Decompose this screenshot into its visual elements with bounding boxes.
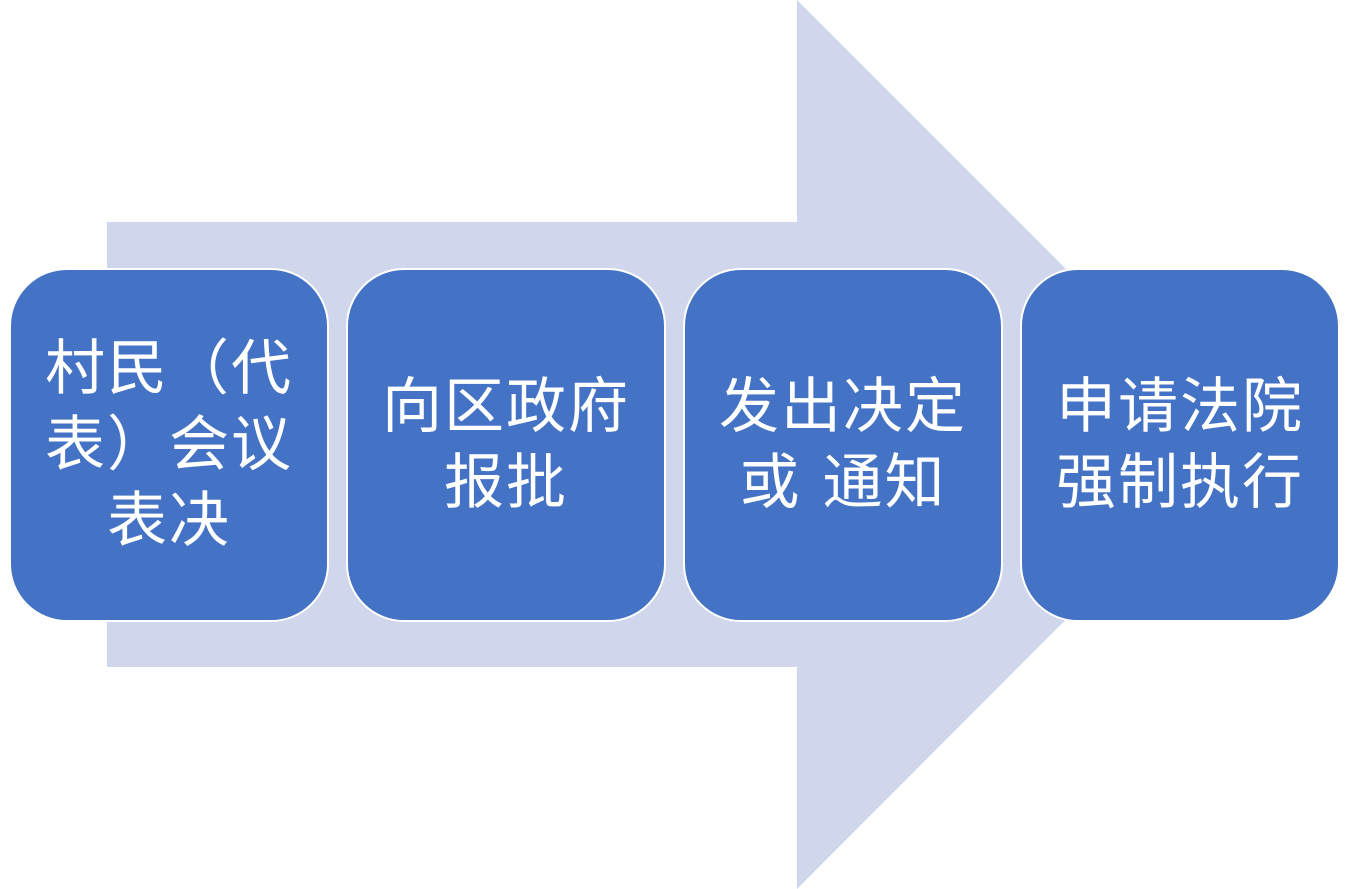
process-step-2: 向区政府 报批: [346, 268, 666, 622]
arrow-shape: [107, 0, 1241, 889]
step-1-label: 村民（代 表）会议 表决: [45, 334, 293, 556]
step-2-label: 向区政府 报批: [382, 372, 630, 518]
step-4-label: 申请法院 强制执行: [1056, 372, 1304, 518]
step-3-label: 发出决定 或 通知: [719, 372, 967, 518]
process-step-1: 村民（代 表）会议 表决: [9, 268, 329, 622]
process-step-3: 发出决定 或 通知: [683, 268, 1003, 622]
process-step-4: 申请法院 强制执行: [1020, 268, 1340, 622]
